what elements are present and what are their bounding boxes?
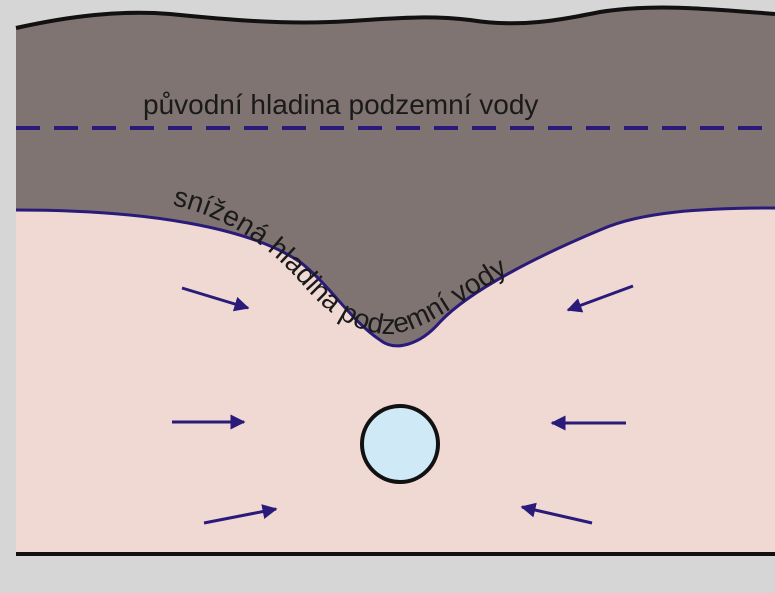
- original-water-table-label: původní hladina podzemní vody: [143, 89, 538, 120]
- well: [362, 406, 438, 482]
